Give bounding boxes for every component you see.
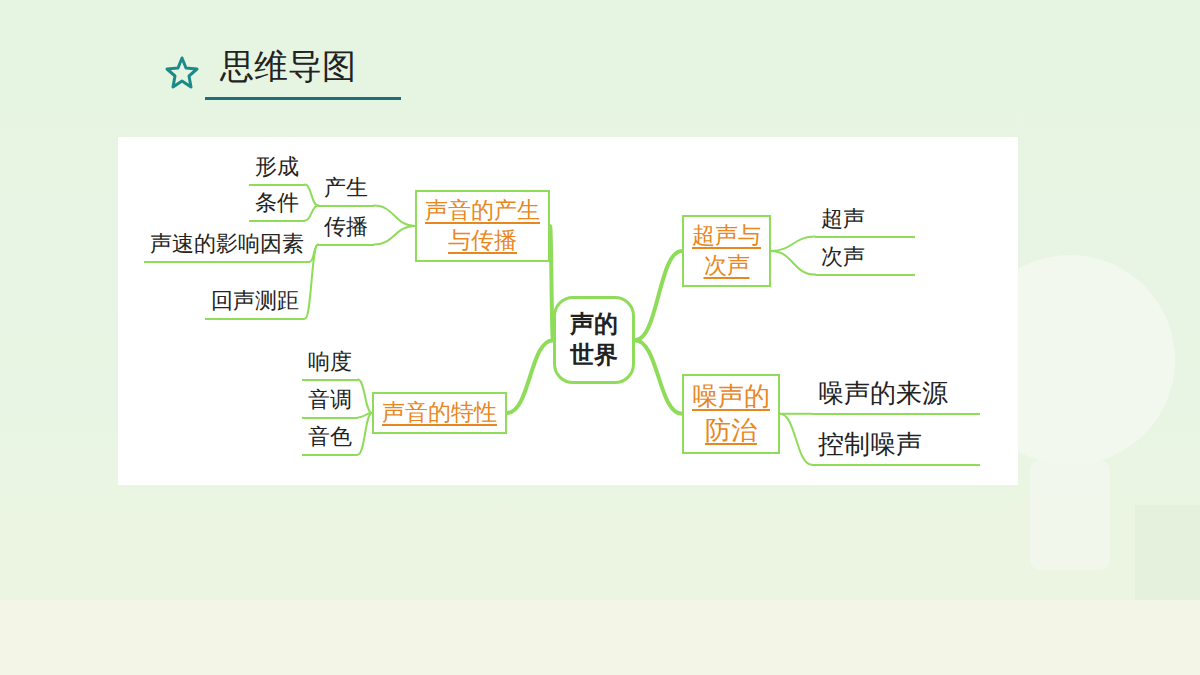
branch-label: 声速的影响因素 xyxy=(144,230,310,263)
branch-connector xyxy=(358,413,372,455)
node-text: 响度 xyxy=(308,349,352,374)
branch-connector xyxy=(305,245,318,319)
branch-label: 超声 xyxy=(815,205,915,238)
branch-label: 噪声的来源 xyxy=(812,377,980,415)
branch-connector xyxy=(635,251,682,340)
topic-box: 超声与次声 xyxy=(682,215,771,287)
node-text: 声速的影响因素 xyxy=(150,231,304,256)
slide-title: 思维导图 xyxy=(220,44,356,90)
topic-box: 声音的特性 xyxy=(372,392,507,434)
node-text: 声的世界 xyxy=(570,309,618,371)
branch-label: 音色 xyxy=(302,423,358,456)
topic-box: 噪声的防治 xyxy=(682,374,780,454)
branch-connector xyxy=(780,414,812,465)
node-text: 条件 xyxy=(255,190,299,215)
node-text: 控制噪声 xyxy=(818,429,922,459)
branch-label: 回声测距 xyxy=(205,287,305,320)
node-text: 超声与次声 xyxy=(692,221,761,281)
branch-label: 次声 xyxy=(815,243,915,276)
topic-box: 声音的产生与传播 xyxy=(415,190,550,262)
branch-label: 控制噪声 xyxy=(812,428,980,466)
node-text: 产生 xyxy=(324,175,368,200)
node-text: 传播 xyxy=(324,214,368,239)
branch-connector xyxy=(771,251,815,275)
branch-connector xyxy=(635,340,682,414)
branch-connector xyxy=(771,237,815,251)
branch-label: 响度 xyxy=(302,348,358,381)
node-text: 次声 xyxy=(821,244,865,269)
root-node: 声的世界 xyxy=(553,296,635,384)
floor-band xyxy=(0,600,1200,675)
node-text: 噪声的防治 xyxy=(692,380,770,448)
branch-connector xyxy=(305,185,318,206)
branch-label: 产生 xyxy=(318,174,374,207)
title-underline xyxy=(205,97,401,100)
node-text: 音色 xyxy=(308,424,352,449)
branch-connector xyxy=(374,206,415,226)
node-text: 超声 xyxy=(821,206,865,231)
node-text: 回声测距 xyxy=(211,288,299,313)
branch-connector xyxy=(374,226,415,245)
bulb-base xyxy=(1030,460,1110,570)
node-text: 声音的特性 xyxy=(382,398,497,428)
branch-label: 音调 xyxy=(302,386,358,419)
star-icon xyxy=(167,58,197,87)
branch-label: 形成 xyxy=(249,153,305,186)
branch-label: 传播 xyxy=(318,213,374,246)
branch-connector xyxy=(305,206,318,221)
branch-label: 条件 xyxy=(249,189,305,222)
node-text: 音调 xyxy=(308,387,352,412)
branch-connector xyxy=(358,380,372,413)
branch-connector xyxy=(507,340,553,413)
node-text: 声音的产生与传播 xyxy=(425,196,540,256)
node-text: 形成 xyxy=(255,154,299,179)
node-text: 噪声的来源 xyxy=(818,378,948,408)
decor-block xyxy=(1135,505,1200,600)
